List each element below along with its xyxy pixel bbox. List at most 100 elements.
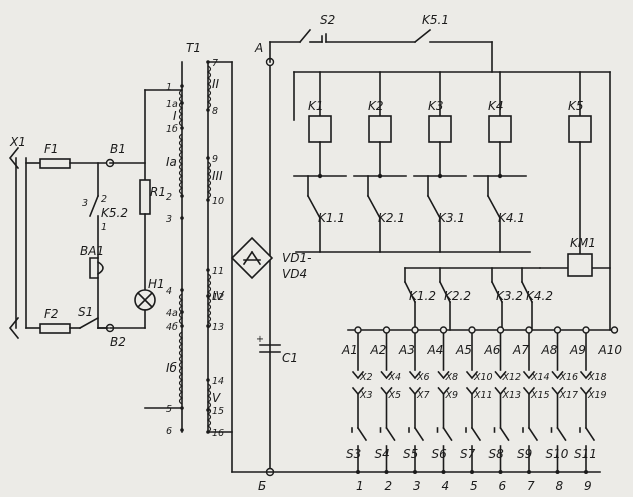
- svg-text:+: +: [256, 334, 264, 345]
- contact-k1-2: K1.2: [409, 289, 436, 303]
- switch-s6: S6: [432, 447, 448, 461]
- connector-x7: X7: [416, 390, 430, 401]
- winding-6: Iб: [166, 361, 178, 375]
- transformer-pin-14: 14: [212, 376, 224, 387]
- fuse-f2: [39, 323, 71, 334]
- transformer-pin-4: 4: [166, 286, 172, 297]
- k52-pin3: 3: [82, 198, 88, 209]
- point-a9: A9: [569, 343, 586, 357]
- k51-label: K5.1: [422, 13, 449, 27]
- connector-x8: X8: [445, 372, 459, 383]
- transformer-pin-2: 2: [166, 192, 172, 203]
- connector-x4: X4: [388, 372, 402, 383]
- bottom-number-4: 4: [442, 479, 450, 493]
- relay-km1: [567, 253, 593, 277]
- relay-k1: [308, 115, 332, 143]
- switch-s7: S7: [460, 447, 476, 461]
- connector-x3: X3: [359, 390, 373, 401]
- transformer-pin-7: 7: [212, 58, 218, 69]
- winding-1: I: [173, 109, 177, 123]
- transformer-pin-13: 13: [212, 322, 224, 333]
- connector-x18: X18: [587, 372, 607, 383]
- connector-x2: X2: [359, 372, 373, 383]
- switch-s10: S10: [546, 447, 569, 461]
- contact-k2-2: K2.2: [444, 289, 471, 303]
- relay-k5: [568, 115, 592, 143]
- winding-5: IV: [212, 289, 225, 303]
- connector-x16: X16: [559, 372, 579, 383]
- connector-x19: X19: [587, 390, 607, 401]
- relay-k2: [368, 115, 392, 143]
- relay-label-k4: K4: [488, 99, 504, 113]
- transformer-pin-3: 3: [166, 214, 172, 225]
- bottom-number-5: 5: [470, 479, 478, 493]
- point-a8: A8: [541, 343, 558, 357]
- point-a5: A5: [455, 343, 472, 357]
- connector-x14: X14: [530, 372, 550, 383]
- connector-x9: X9: [445, 390, 459, 401]
- switch-s3: S3: [346, 447, 361, 461]
- contact-k3-2: K3.2: [496, 289, 523, 303]
- transformer-pin-1a: 1a: [166, 99, 178, 110]
- winding-4: III: [212, 169, 223, 183]
- transformer-pin-6: 6: [166, 426, 172, 437]
- bottom-number-6: 6: [499, 479, 507, 493]
- connector-x17: X17: [559, 390, 579, 401]
- bottom-number-2: 2: [385, 479, 393, 493]
- contact-k3-1: K3.1: [438, 211, 465, 225]
- bottom-number-7: 7: [527, 479, 535, 493]
- winding-7: V: [212, 391, 221, 405]
- switch-s8: S8: [489, 447, 505, 461]
- k52-pin1: 1: [101, 222, 107, 233]
- connector-x5: X5: [388, 390, 402, 401]
- k52-pin2: 2: [101, 194, 107, 205]
- vd2-label: VD4: [282, 267, 307, 281]
- switch-s4: S4: [375, 447, 390, 461]
- transformer-pin-15: 15: [212, 406, 224, 417]
- b-label: Б: [258, 479, 266, 493]
- point-a4: A4: [427, 343, 444, 357]
- contact-k1-1: K1.1: [318, 211, 345, 225]
- f1-label: F1: [44, 142, 59, 156]
- point-a6: A6: [484, 343, 501, 357]
- s1-label: S1: [78, 305, 93, 319]
- transformer-pin-5: 5: [166, 404, 172, 415]
- switch-s11: S11: [574, 447, 597, 461]
- relay-label-k2: K2: [368, 99, 384, 113]
- transformer-pin-10: 10: [212, 196, 224, 207]
- contact-k2-1: K2.1: [378, 211, 405, 225]
- c1-label: C1: [282, 351, 298, 365]
- connector-x6: X6: [416, 372, 430, 383]
- terminal-block: A1X2X3S31A2X4X5S42A3X6X7S53A4X8X9S64A5X1…: [341, 326, 623, 493]
- winding-3: Ia: [166, 155, 177, 169]
- relay-k4: [488, 115, 512, 143]
- vd-label: VD1-: [282, 251, 311, 265]
- point-a10: A10: [598, 343, 623, 357]
- bottom-number-9: 9: [584, 479, 592, 493]
- b1-label: B1: [110, 142, 126, 156]
- transformer-pin-1: 1: [166, 82, 172, 93]
- point-a7: A7: [512, 343, 529, 357]
- transformer-pin-4б: 4б: [166, 322, 178, 333]
- h1-label: H1: [148, 277, 165, 291]
- transformer-pin-12: 12: [212, 292, 224, 303]
- connector-x10: X10: [473, 372, 493, 383]
- transformer-pin-9: 9: [212, 154, 218, 165]
- transformer-pin-8: 8: [212, 106, 218, 117]
- switch-s5: S5: [403, 447, 418, 461]
- transformer-pin-16: 16: [212, 428, 224, 439]
- connector-x12: X12: [502, 372, 522, 383]
- winding-2: II: [212, 77, 220, 91]
- transformer-pin-1б: 1б: [166, 124, 178, 135]
- s2-label: S2: [320, 13, 335, 27]
- t1-label: T1: [186, 41, 201, 55]
- b2-label: B2: [110, 335, 126, 349]
- connector-x13: X13: [502, 390, 522, 401]
- x1-label: X1: [9, 135, 26, 149]
- connector-x15: X15: [530, 390, 550, 401]
- bottom-number-3: 3: [413, 479, 421, 493]
- a-label: A: [254, 41, 263, 55]
